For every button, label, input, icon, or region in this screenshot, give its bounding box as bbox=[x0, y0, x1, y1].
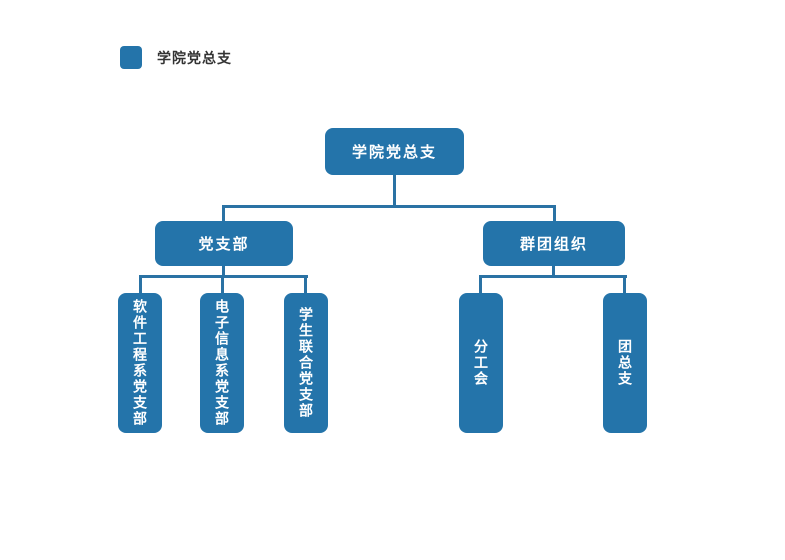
connector-party-branch-vertical bbox=[222, 266, 225, 278]
connector-root-vertical bbox=[393, 175, 396, 208]
org-node-root[interactable]: 学院党总支 bbox=[325, 128, 464, 175]
connector-mass-org-horizontal bbox=[479, 275, 627, 278]
org-node-software-eng-label: 软件工程系党支部 bbox=[132, 299, 148, 427]
org-node-youth-league-label: 团总支 bbox=[617, 339, 633, 387]
org-node-youth-league[interactable]: 团总支 bbox=[603, 293, 647, 433]
connector-drop-electronic-info bbox=[221, 275, 224, 293]
org-node-electronic-info[interactable]: 电子信息系党支部 bbox=[200, 293, 244, 433]
connector-level1-horizontal bbox=[222, 205, 556, 208]
connector-drop-mass-org bbox=[553, 205, 556, 221]
legend-label[interactable]: 学院党总支 bbox=[157, 49, 232, 66]
connector-drop-student-union bbox=[304, 275, 307, 293]
org-node-student-union-label: 学生联合党支部 bbox=[298, 307, 314, 419]
org-node-mass-org[interactable]: 群团组织 bbox=[483, 221, 625, 266]
org-node-software-eng[interactable]: 软件工程系党支部 bbox=[118, 293, 162, 433]
org-node-party-branch[interactable]: 党支部 bbox=[155, 221, 293, 266]
org-node-mass-org-label: 群团组织 bbox=[519, 236, 588, 253]
connector-drop-youth-league bbox=[623, 275, 626, 293]
org-node-party-branch-label: 党支部 bbox=[198, 236, 250, 253]
legend-item[interactable]: 学院党总支 bbox=[120, 46, 232, 69]
org-node-sub-union-label: 分工会 bbox=[473, 339, 489, 387]
connector-drop-software-eng bbox=[139, 275, 142, 293]
org-node-student-union[interactable]: 学生联合党支部 bbox=[284, 293, 328, 433]
connector-mass-org-vertical bbox=[552, 266, 555, 278]
org-node-sub-union[interactable]: 分工会 bbox=[459, 293, 503, 433]
connector-drop-party-branch bbox=[222, 205, 225, 221]
legend-swatch[interactable] bbox=[120, 46, 142, 69]
connector-drop-sub-union bbox=[479, 275, 482, 293]
org-node-root-label: 学院党总支 bbox=[351, 144, 437, 161]
org-node-electronic-info-label: 电子信息系党支部 bbox=[214, 299, 230, 427]
